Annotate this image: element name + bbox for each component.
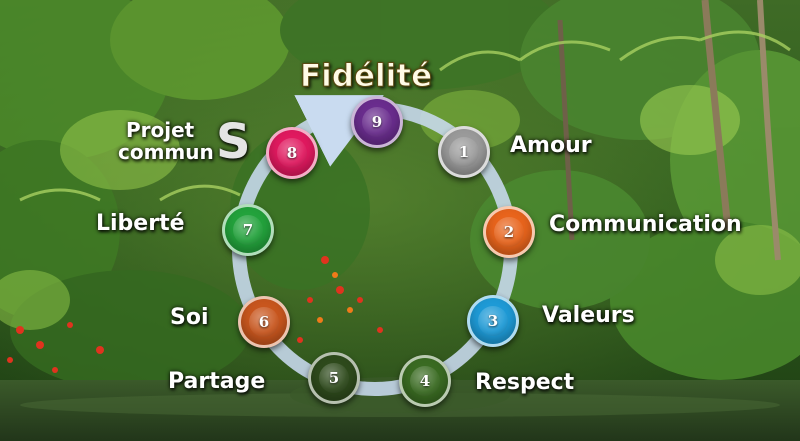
step-node-9: 9 <box>351 96 403 148</box>
step-number-6: 6 <box>249 307 279 337</box>
step-node-5: 5 <box>308 352 360 404</box>
label-amour: Amour <box>510 133 592 158</box>
step-number-3: 3 <box>478 306 508 336</box>
step-number-7: 7 <box>233 215 263 245</box>
label-liberte: Liberté <box>96 211 185 236</box>
step-node-3: 3 <box>467 295 519 347</box>
step-node-8: 8 <box>266 127 318 179</box>
step-node-2: 2 <box>483 206 535 258</box>
step-number-9: 9 <box>362 107 392 137</box>
step-number-8: 8 <box>277 138 307 168</box>
step-node-4: 4 <box>399 355 451 407</box>
step-node-6: 6 <box>238 296 290 348</box>
step-number-2: 2 <box>494 217 524 247</box>
step-number-4: 4 <box>410 366 440 396</box>
label-communication: Communication <box>549 212 742 237</box>
step-number-1: 1 <box>449 137 479 167</box>
label-valeurs: Valeurs <box>542 303 635 328</box>
label-big-s: S <box>216 114 251 170</box>
label-partage: Partage <box>168 369 266 394</box>
step-node-1: 1 <box>438 126 490 178</box>
step-number-5: 5 <box>319 363 349 393</box>
label-projet: Projet <box>126 118 195 142</box>
label-soi: Soi <box>170 305 209 330</box>
label-commun: commun <box>118 140 214 164</box>
step-node-7: 7 <box>222 204 274 256</box>
label-respect: Respect <box>475 370 575 395</box>
title-fidelite: Fidélité <box>299 58 433 95</box>
